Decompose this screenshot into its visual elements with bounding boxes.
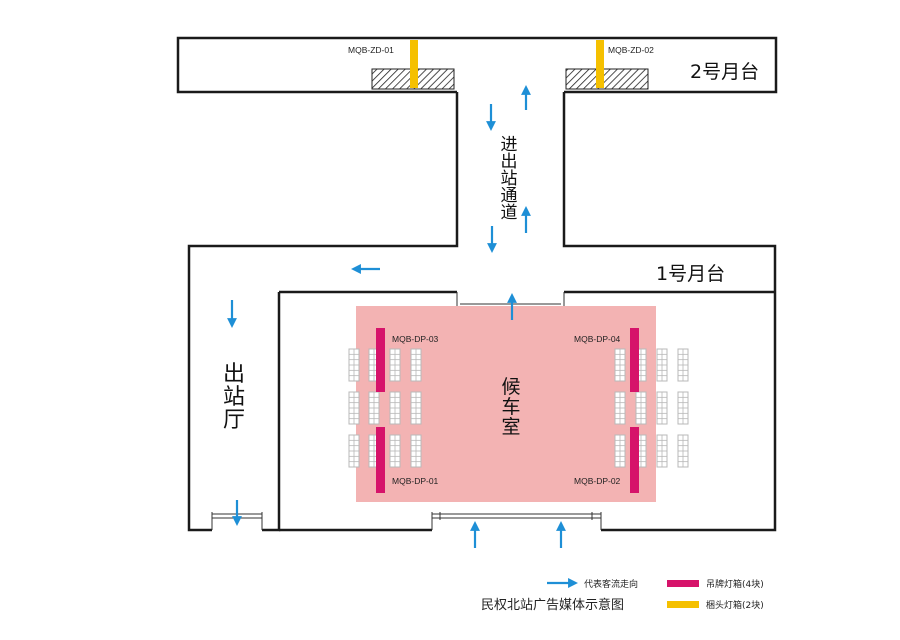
label-dp02: MQB-DP-02 bbox=[574, 476, 621, 486]
label-dp01: MQB-DP-01 bbox=[392, 476, 439, 486]
label-char: 站 bbox=[223, 385, 245, 410]
label-dp03: MQB-DP-03 bbox=[392, 334, 439, 344]
building-walls bbox=[176, 36, 778, 532]
legend-end-swatch bbox=[667, 601, 699, 608]
end-lightbox-zd02 bbox=[596, 40, 604, 88]
label-platform2: 2号月台 bbox=[690, 61, 759, 83]
label-dp04: MQB-DP-04 bbox=[574, 334, 621, 344]
stair-block-right bbox=[565, 68, 649, 90]
label-char: 车 bbox=[501, 396, 520, 418]
legend-hanging-label: 吊牌灯箱(4块) bbox=[706, 578, 764, 590]
label-char: 室 bbox=[501, 416, 520, 438]
legend-hanging-swatch bbox=[667, 580, 699, 587]
label-char: 出 bbox=[223, 362, 245, 387]
label-char: 出 bbox=[501, 152, 518, 172]
label-char: 道 bbox=[501, 203, 518, 223]
label-char: 候 bbox=[501, 376, 520, 398]
label-exit-hall: 出站厅 bbox=[223, 362, 245, 433]
legend-end-label: 梱头灯箱(2块) bbox=[706, 599, 764, 611]
waiting-room-area bbox=[356, 306, 656, 502]
hanging-lightbox-dp04 bbox=[630, 328, 639, 392]
label-char: 厅 bbox=[223, 408, 245, 433]
seating-blocks bbox=[348, 348, 689, 468]
label-platform1: 1号月台 bbox=[656, 263, 725, 285]
hanging-lightbox-dp03 bbox=[376, 328, 385, 392]
label-char: 站 bbox=[501, 169, 518, 189]
flow-arrows bbox=[227, 85, 566, 548]
label-zd01: MQB-ZD-01 bbox=[348, 45, 394, 55]
label-zd02: MQB-ZD-02 bbox=[608, 45, 654, 55]
label-char: 进 bbox=[501, 135, 518, 155]
label-waiting-room: 候车室 bbox=[501, 376, 520, 438]
hanging-lightbox-dp01 bbox=[376, 427, 385, 493]
label-char: 通 bbox=[501, 186, 518, 206]
end-lightbox-zd01 bbox=[410, 40, 418, 88]
hanging-lightbox-dp02 bbox=[630, 427, 639, 493]
diagram-caption: 民权北站广告媒体示意图 bbox=[481, 597, 624, 613]
legend: 代表客流走向 吊牌灯箱(4块) 梱头灯箱(2块) 民权北站广告媒体示意图 bbox=[481, 578, 764, 613]
legend-flow-label: 代表客流走向 bbox=[584, 578, 638, 590]
